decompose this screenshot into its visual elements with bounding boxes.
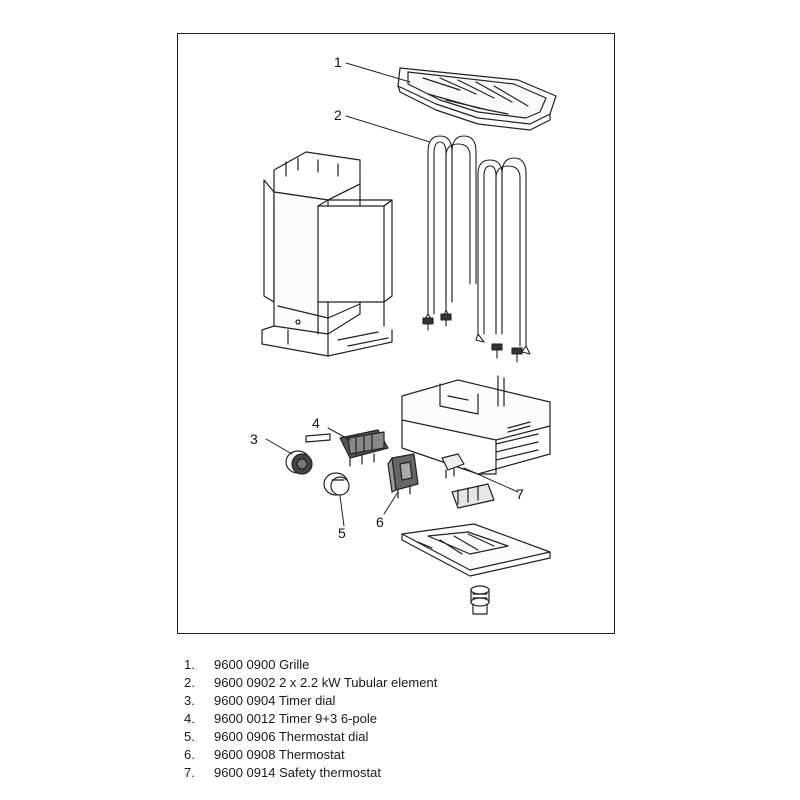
callout-leader-5 bbox=[339, 495, 345, 527]
callout-leader-3 bbox=[265, 438, 293, 455]
callout-5: 5 bbox=[338, 525, 346, 541]
callout-leader-7 bbox=[463, 467, 519, 493]
legend-item: 4.9600 0012 Timer 9+3 6-pole bbox=[184, 711, 377, 726]
tubular-element-part bbox=[422, 135, 531, 363]
callout-6: 6 bbox=[376, 514, 384, 530]
timer-dial-part bbox=[285, 450, 313, 475]
callout-4: 4 bbox=[312, 415, 320, 431]
parts-legend: 1.9600 0900 Grille 2.9600 0902 2 x 2.2 k… bbox=[184, 656, 437, 782]
cable-gland-part bbox=[470, 585, 490, 615]
legend-item: 7.9600 0914 Safety thermostat bbox=[184, 765, 381, 780]
exploded-parts-diagram: 1 2 bbox=[177, 33, 615, 634]
callout-leader-2 bbox=[345, 115, 431, 143]
legend-item: 1.9600 0900 Grille bbox=[184, 657, 310, 672]
thermostat-dial-part bbox=[323, 472, 350, 496]
timer-part bbox=[339, 429, 389, 467]
timer-shaft-part bbox=[305, 433, 331, 443]
legend-item: 5.9600 0906 Thermostat dial bbox=[184, 729, 369, 744]
legend-item: 3.9600 0904 Timer dial bbox=[184, 693, 336, 708]
safety-thermostat-part bbox=[441, 453, 465, 479]
callout-leader-4 bbox=[327, 427, 351, 441]
terminal-block-part bbox=[451, 483, 495, 509]
callout-2: 2 bbox=[334, 107, 342, 123]
callout-leader-6 bbox=[383, 491, 399, 515]
grille-part bbox=[397, 67, 557, 131]
base-plate-part bbox=[401, 523, 551, 577]
callout-7: 7 bbox=[516, 486, 524, 502]
callout-1: 1 bbox=[334, 54, 342, 70]
element-frame-part bbox=[261, 151, 393, 357]
legend-item: 2.9600 0902 2 x 2.2 kW Tubular element bbox=[184, 675, 438, 690]
thermostat-part bbox=[387, 453, 419, 499]
legend-item: 6.9600 0908 Thermostat bbox=[184, 747, 345, 762]
callout-3: 3 bbox=[250, 431, 258, 447]
callout-leader-1 bbox=[345, 62, 411, 83]
lower-housing-part bbox=[401, 375, 551, 475]
